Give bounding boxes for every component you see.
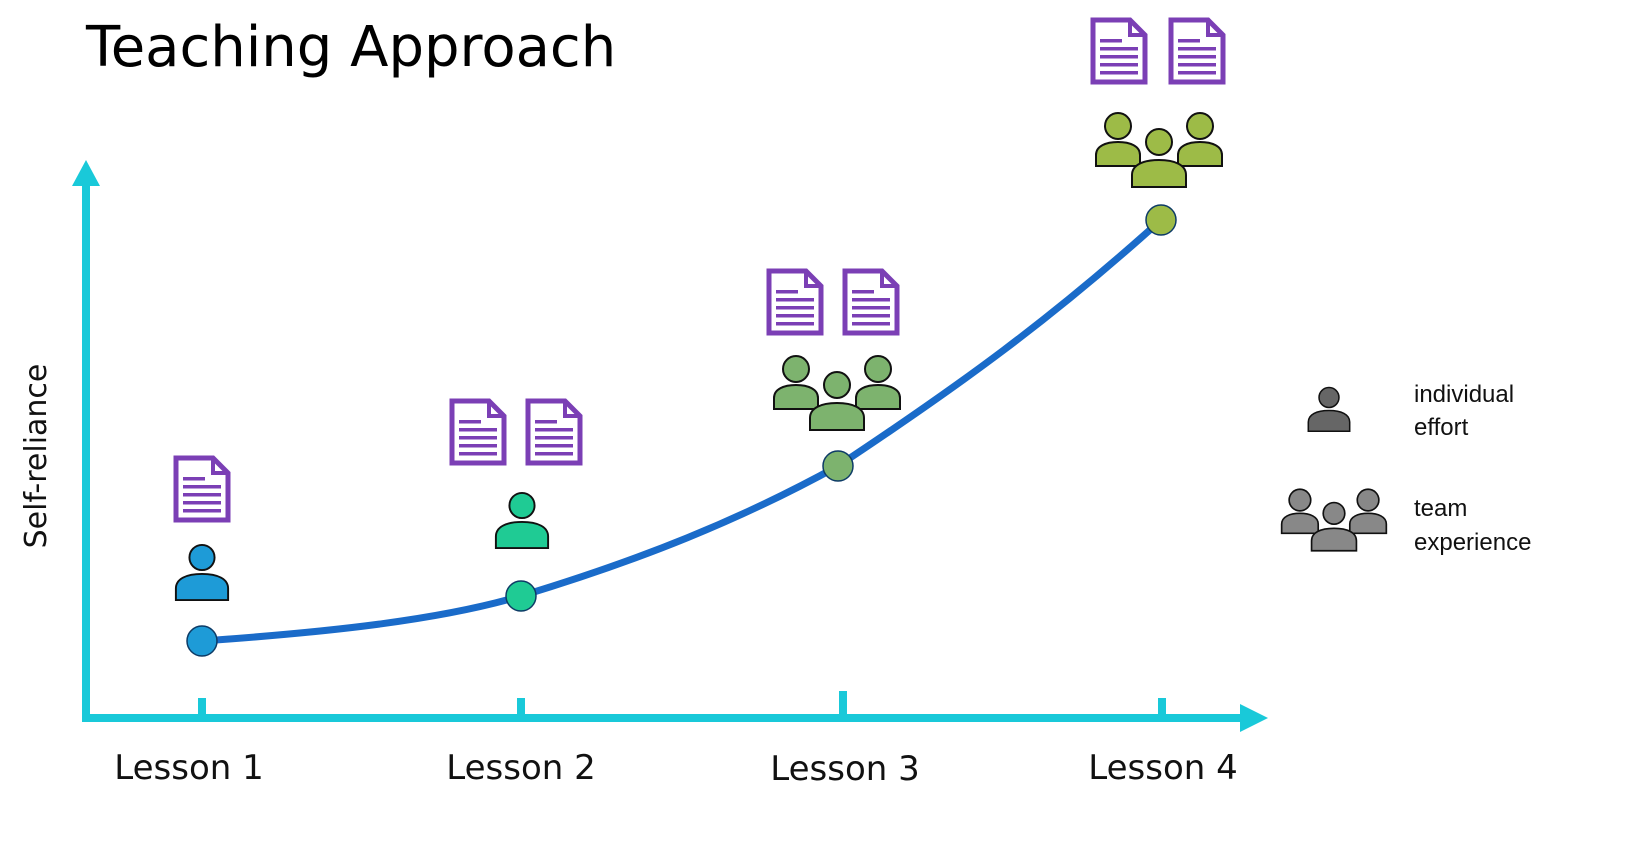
lesson-4-team-icon <box>1094 111 1224 189</box>
lesson-4-document-icon-2 <box>1171 20 1223 82</box>
y-axis-label: Self-reliance <box>19 364 54 549</box>
lesson-2-document-icon-1 <box>452 401 504 463</box>
lesson-3-marker <box>822 450 854 482</box>
lesson-1-marker <box>186 625 218 657</box>
self-reliance-curve <box>198 216 1165 645</box>
lesson-2-person-icon <box>494 491 550 550</box>
lesson-2-document-icon-2 <box>528 401 580 463</box>
x-tick-labels: Lesson 1 Lesson 2 Lesson 3 Lesson 4 <box>114 748 1237 789</box>
x-ticks <box>198 691 1166 718</box>
legend: individual effort team experience <box>1280 381 1531 556</box>
legend-individual-line1: individual <box>1414 381 1514 408</box>
tick-label-lesson-3: Lesson 3 <box>770 749 919 789</box>
legend-individual-line2: effort <box>1414 414 1469 441</box>
legend-team-line2: experience <box>1414 529 1531 556</box>
tick-label-lesson-1: Lesson 1 <box>114 748 263 788</box>
tick-label-lesson-2: Lesson 2 <box>446 748 595 788</box>
lesson-4-document-icon-1 <box>1093 20 1145 82</box>
tick-label-lesson-4: Lesson 4 <box>1088 748 1237 788</box>
lesson-1-document-icon-1 <box>176 458 228 520</box>
lesson-3-document-icon-2 <box>845 271 897 333</box>
lesson-4-marker <box>1145 204 1177 236</box>
lesson-markers <box>186 204 1177 657</box>
legend-team-line1: team <box>1414 495 1467 522</box>
lesson-icons <box>174 20 1224 602</box>
axes <box>72 160 1268 732</box>
legend-single-person-icon <box>1307 386 1351 433</box>
lesson-3-document-icon-1 <box>769 271 821 333</box>
lesson-3-team-icon <box>772 354 902 432</box>
y-axis-arrow <box>72 160 100 186</box>
lesson-1-person-icon <box>174 543 230 602</box>
diagram-title: Teaching Approach <box>85 15 616 80</box>
x-axis-arrow <box>1240 704 1268 732</box>
legend-team-group-icon <box>1280 488 1388 552</box>
lesson-2-marker <box>505 580 537 612</box>
